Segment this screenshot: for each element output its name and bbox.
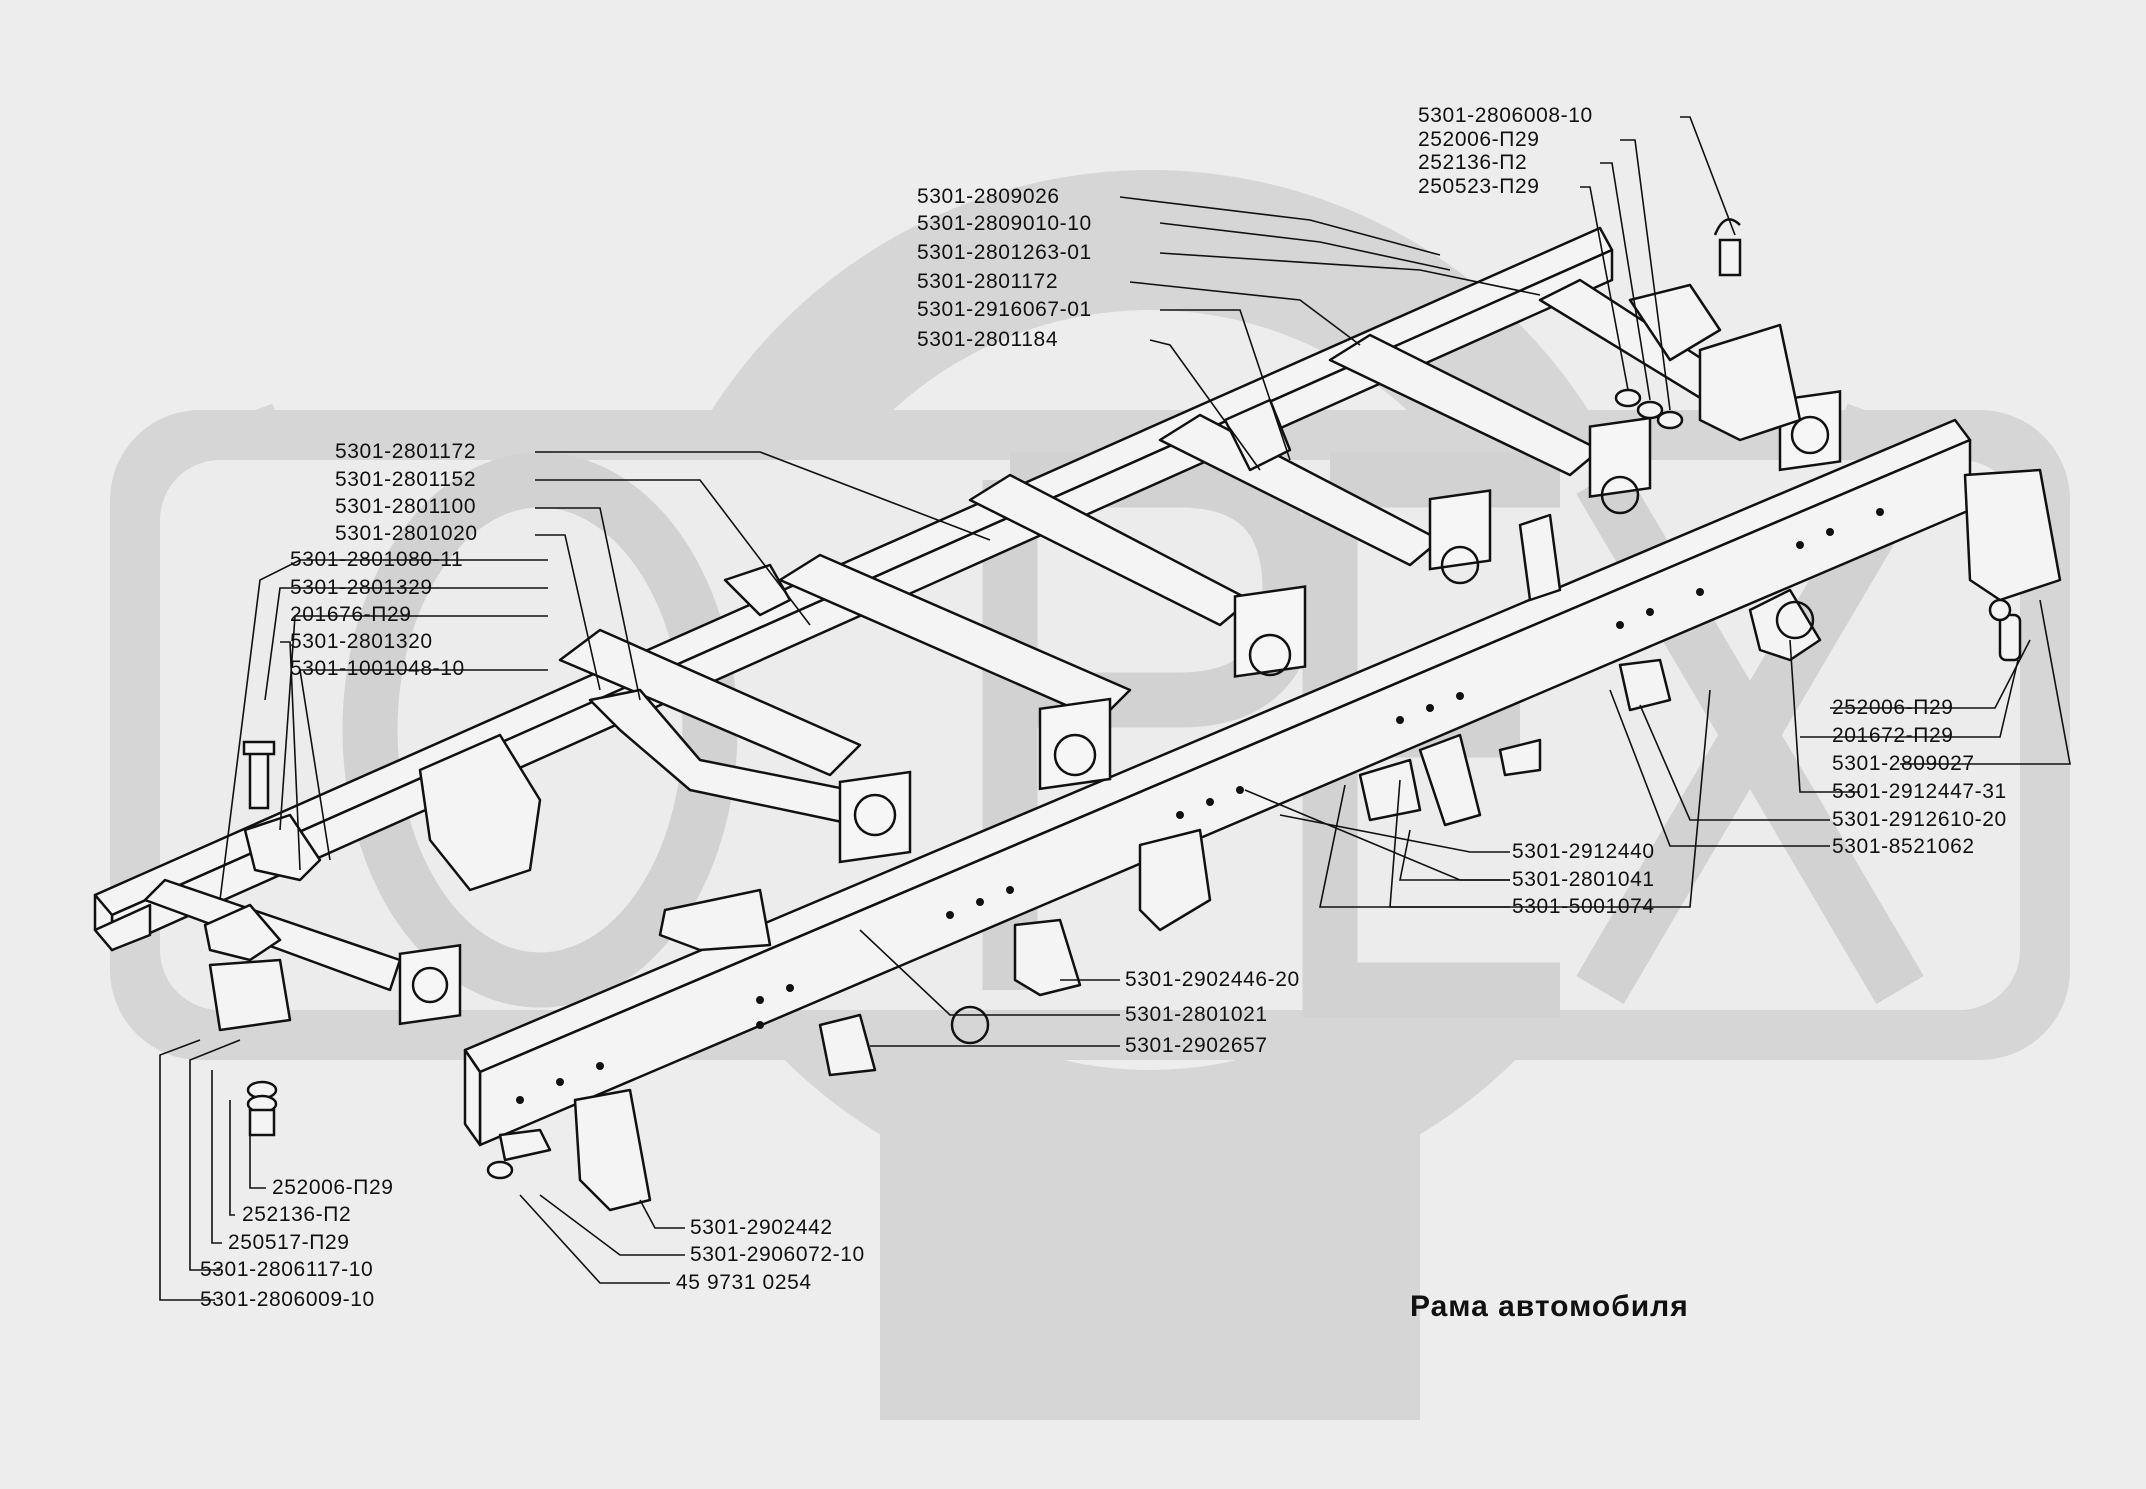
label-5301-2912440: 5301-2912440 (1512, 840, 1655, 863)
label-5301-1001048-10: 5301-1001048-10 (290, 657, 465, 680)
label-45-9731-0254: 45 9731 0254 (676, 1271, 812, 1294)
label-252136-p2-bottom: 252136-П2 (242, 1203, 352, 1226)
label-5301-2806008-10: 5301-2806008-10 (1418, 104, 1593, 127)
label-5301-2809027: 5301-2809027 (1832, 752, 1975, 775)
label-5301-2809010-10: 5301-2809010-10 (917, 212, 1092, 235)
flange-holes (411, 415, 1830, 1004)
label-5301-2801021: 5301-2801021 (1125, 1003, 1268, 1026)
label-5301-2801020: 5301-2801020 (335, 522, 478, 545)
label-5301-2801152: 5301-2801152 (335, 468, 477, 491)
label-252006-p29-bottom: 252006-П29 (272, 1176, 394, 1199)
label-5301-2906072-10: 5301-2906072-10 (690, 1243, 865, 1266)
label-5301-2801184: 5301-2801184 (917, 328, 1059, 351)
label-252006-p29-right: 252006-П29 (1832, 696, 1954, 719)
label-5301-2801172-upper: 5301-2801172 (917, 270, 1059, 293)
tow-hooks (950, 600, 1815, 1045)
label-5301-2912610-20: 5301-2912610-20 (1832, 808, 2007, 831)
flanges (398, 389, 1842, 1026)
label-5301-8521062: 5301-8521062 (1832, 835, 1975, 858)
cross-members (143, 278, 1752, 992)
label-5301-2902442: 5301-2902442 (690, 1216, 833, 1239)
label-252006-p29-top: 252006-П29 (1418, 128, 1540, 151)
label-5301-2806117-10: 5301-2806117-10 (200, 1258, 374, 1281)
label-5301-2801263-01: 5301-2801263-01 (917, 241, 1092, 264)
rail-holes (516, 508, 1884, 1104)
brackets (203, 283, 2062, 1212)
label-5301-2801100: 5301-2801100 (335, 495, 477, 518)
leader-lines (159, 116, 2071, 1301)
label-5301-2801172-left: 5301-2801172 (335, 440, 477, 463)
label-5301-2902657: 5301-2902657 (1125, 1034, 1268, 1057)
label-250523-p29: 250523-П29 (1418, 175, 1540, 198)
diagram-title: Рама автомобиля (1410, 1290, 1689, 1323)
label-5301-2916067-01: 5301-2916067-01 (917, 298, 1092, 321)
label-5301-2801080-11: 5301-2801080-11 (290, 548, 464, 571)
label-201676-p29: 201676-П29 (290, 603, 412, 626)
label-252136-p2-top: 252136-П2 (1418, 151, 1528, 174)
label-5301-2801041: 5301-2801041 (1512, 868, 1655, 891)
label-5301-2912447-31: 5301-2912447-31 (1832, 780, 2007, 803)
label-5301-5001074: 5301-5001074 (1512, 895, 1655, 918)
label-250517-p29: 250517-П29 (228, 1231, 350, 1254)
label-5301-2809026: 5301-2809026 (917, 185, 1060, 208)
label-201672-p29: 201672-П29 (1832, 724, 1954, 747)
label-5301-2902446-20: 5301-2902446-20 (1125, 968, 1300, 991)
label-5301-2801329: 5301-2801329 (290, 576, 433, 599)
hardware (242, 218, 2022, 1180)
label-5301-2801320: 5301-2801320 (290, 630, 433, 653)
label-5301-2806009-10: 5301-2806009-10 (200, 1288, 375, 1311)
